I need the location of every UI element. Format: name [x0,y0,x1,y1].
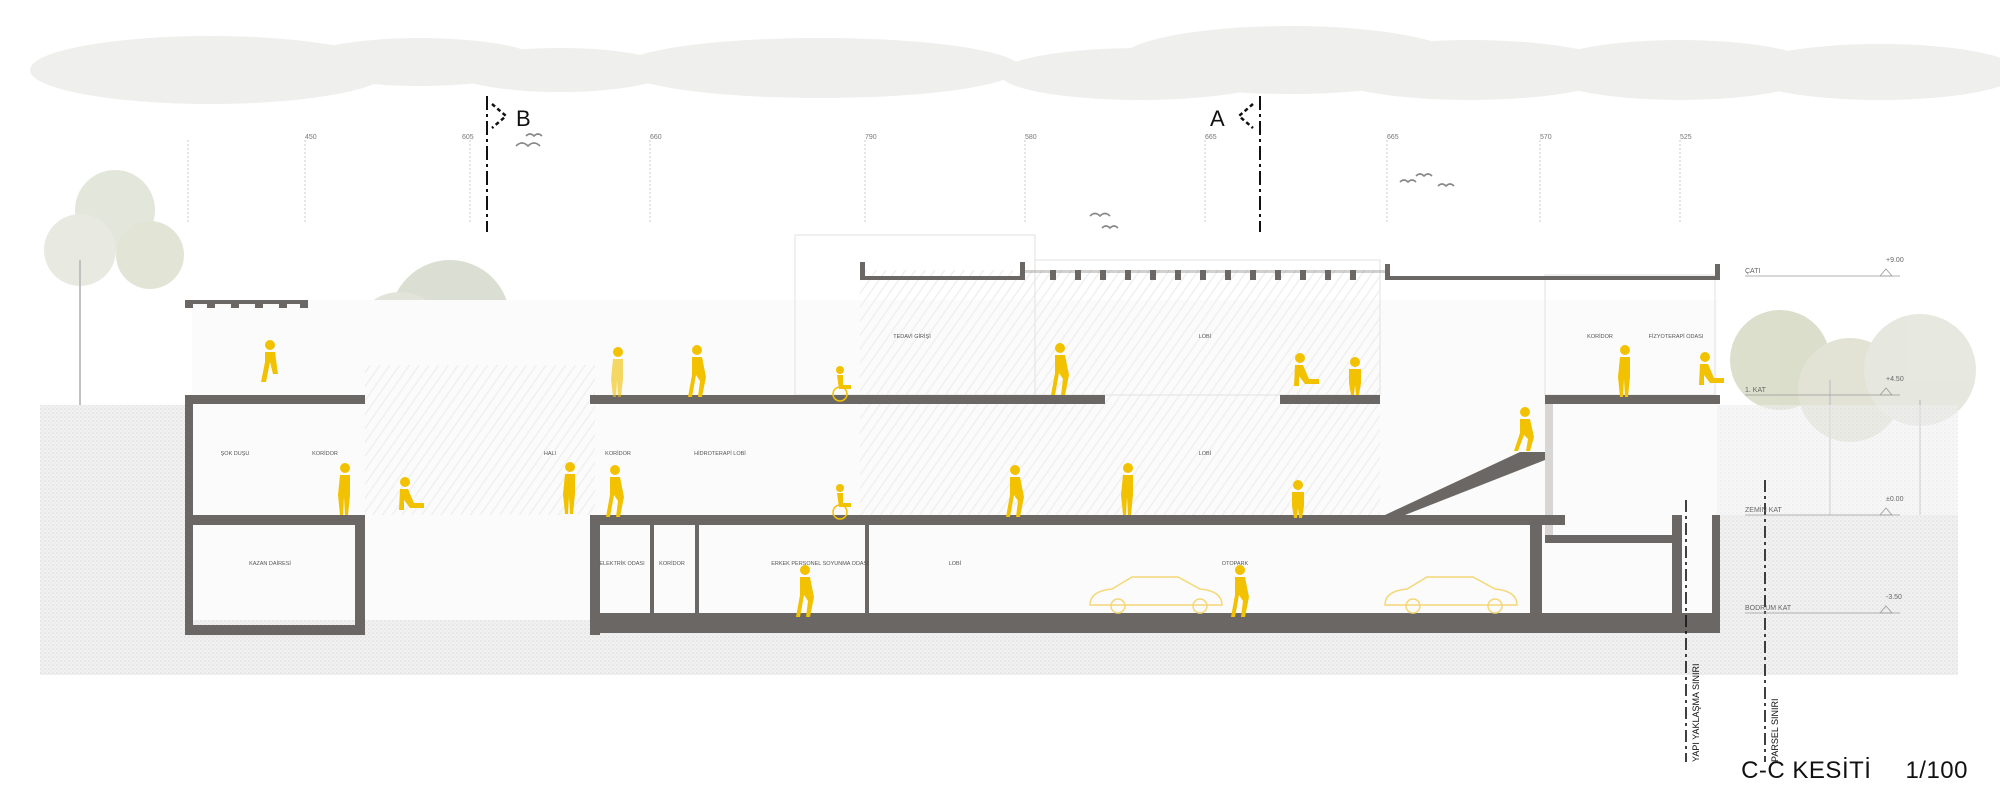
level-name: ÇATI [1745,268,1760,275]
section-marker-a: A [1210,96,1261,232]
person-figure [1121,463,1133,515]
person-figure [261,340,278,382]
dimension-label: 450 [305,134,317,141]
bird-group [515,133,1455,230]
room-label: KORİDOR [659,560,685,567]
interior-glass [365,365,595,515]
room-label: TEDAVİ GİRİŞİ [893,333,931,340]
dimension-label: 790 [865,134,877,141]
person-figure [796,565,814,617]
person-figure [1618,345,1630,397]
dimension-label: 665 [1387,134,1399,141]
person-figure [1231,565,1249,617]
car-outline [1384,576,1518,614]
dimension-label: 660 [650,134,662,141]
dimension-label: 580 [1025,134,1037,141]
room-label: LOBİ [949,560,962,567]
person-figure [399,477,424,510]
section-letter-b: B [516,106,531,131]
ground-upper-left [40,405,190,517]
dimension-label: 525 [1680,134,1692,141]
person-figure [1514,407,1534,451]
person-figure [611,347,623,397]
dimension-line [187,140,1681,222]
room-label: HİDROTERAPİ LOBİ [694,450,746,457]
person-figure [1292,480,1304,518]
level-value: +9.00 [1886,257,1904,264]
drawing-scale: 1/100 [1905,757,1968,784]
room-label: HALI [544,451,557,457]
person-figure [563,462,575,514]
level-name: BODRUM KAT [1745,605,1792,612]
person-figure [1051,343,1069,395]
person-figure [338,463,350,515]
level-value: ±0.00 [1886,496,1904,503]
drawing-title-block: C-C KESİTİ 1/100 [1741,757,1968,785]
tree-left [44,170,184,405]
dimension-label: 570 [1540,134,1552,141]
drawing-title: C-C KESİTİ [1741,757,1872,784]
room-label: ELEKTRİK ODASI [599,560,645,567]
wheelchair-user [832,366,851,402]
wheelchair-user [832,484,851,520]
boundary-label-approach: YAPI YAKLAŞMA SINIRI [1691,663,1701,762]
level-name: 1. KAT [1745,387,1767,394]
room-label: KAZAN DAİRESİ [249,560,291,567]
room-label: KORİDOR [605,450,631,457]
room-outline [1034,259,1381,396]
boundary-lines [1685,480,1766,762]
person-figure [1349,357,1361,395]
room-label: LOBİ [1199,450,1212,457]
cloud-band [30,26,2000,104]
room-label: FİZYOTERAPİ ODASI [1649,333,1704,340]
room-label: ŞOK DUŞU [221,451,250,457]
room-label: KORİDOR [1587,333,1613,340]
boundary-label-parcel: PARSEL SINIRI [1770,698,1780,762]
person-figure [606,465,624,517]
car-outline [1089,576,1223,614]
structure [185,262,1720,635]
seated-person [1294,353,1319,386]
room-label: ERKEK PERSONEL SOYUNMA ODASI [771,561,869,567]
room-label: OTOPARK [1222,561,1249,567]
ground-right [1700,405,1958,517]
room-label: LOBİ [1199,333,1212,340]
level-value: -3.50 [1886,594,1902,601]
section-marker-b: B [486,96,531,232]
dimension-label: 605 [462,134,474,141]
section-letter-a: A [1210,106,1225,131]
room-label: KORİDOR [312,450,338,457]
level-name: ZEMİN KAT [1745,505,1783,514]
person-figure [1006,465,1024,517]
level-value: +4.50 [1886,376,1904,383]
dimension-label: 665 [1205,134,1217,141]
seated-person [1699,352,1724,385]
person-figure [688,345,706,397]
